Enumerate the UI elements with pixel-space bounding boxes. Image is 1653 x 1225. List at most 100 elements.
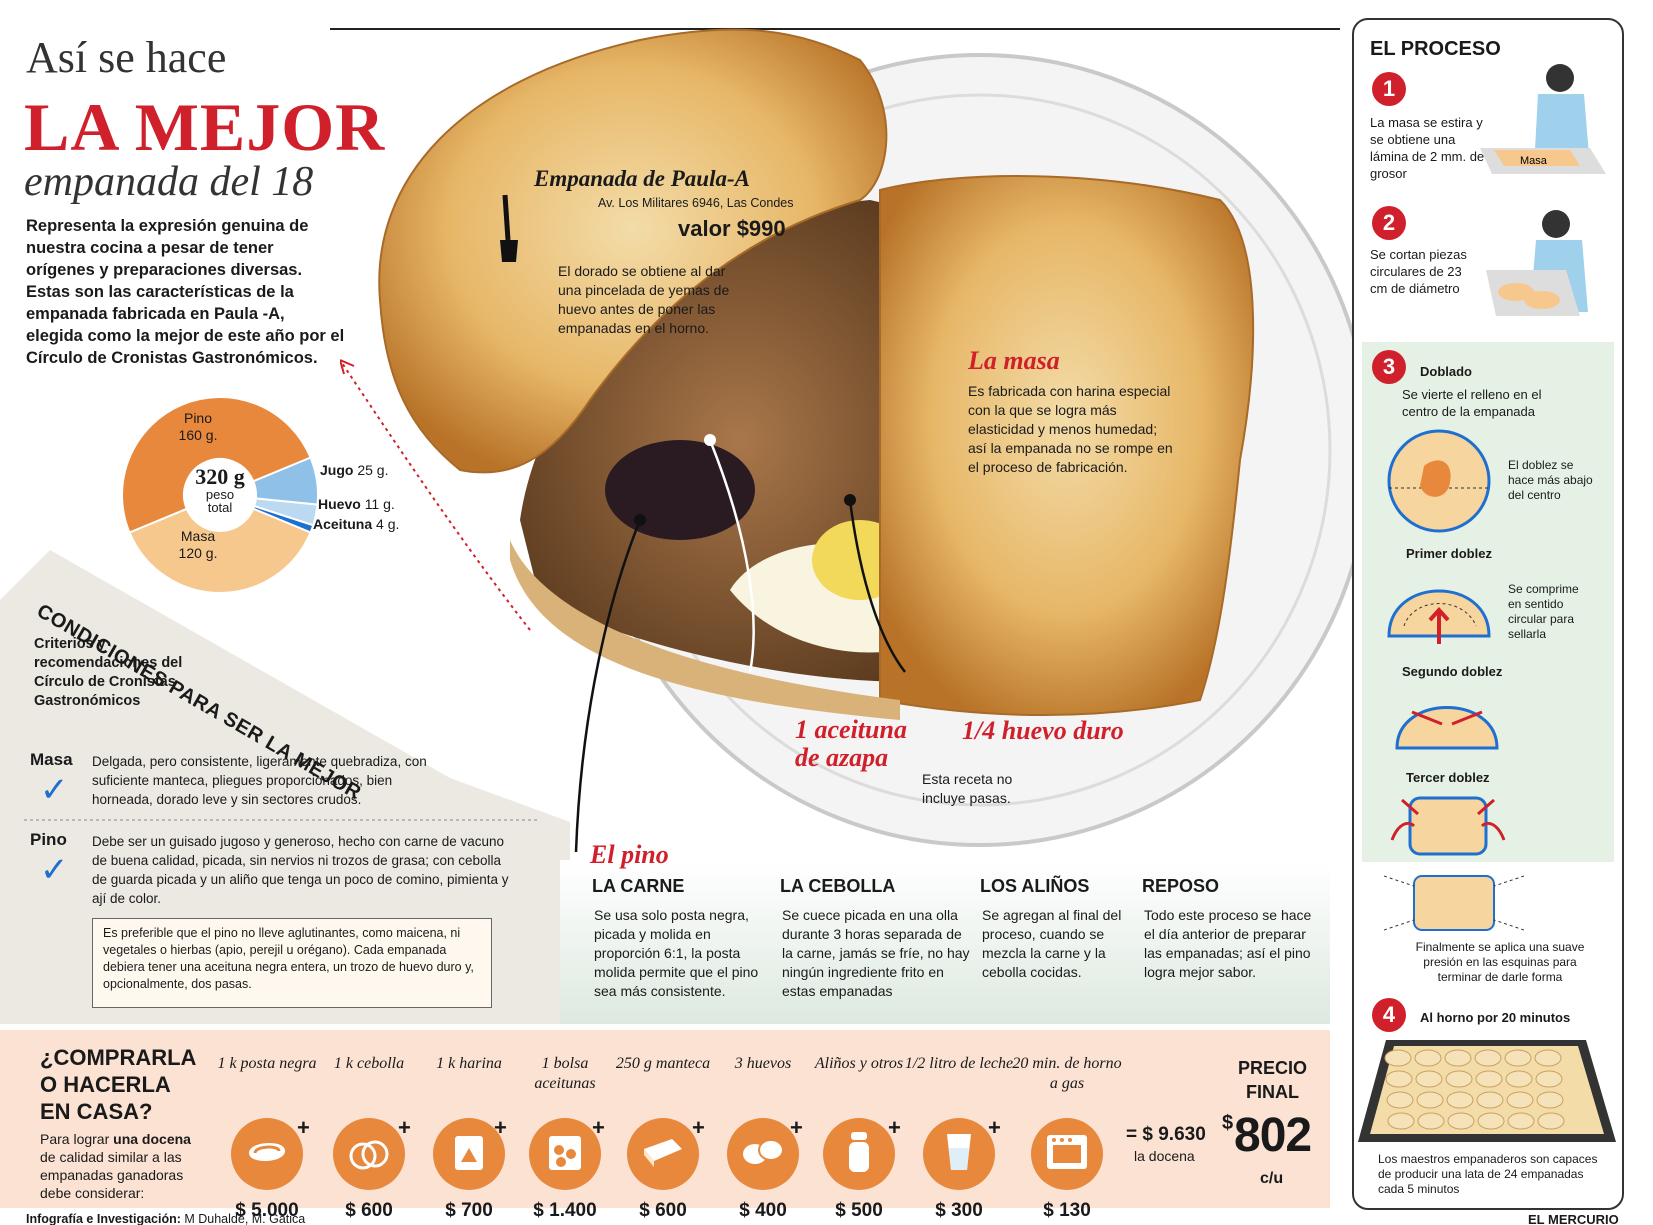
buy-title: ¿COMPRARLA O HACERLA EN CASA? (40, 1045, 197, 1124)
tray-empanada (1415, 1070, 1443, 1088)
donut-label-huevo: Huevo 11 g. (318, 496, 395, 512)
step-4-heading: Al horno por 20 minutos (1420, 1010, 1571, 1025)
ingredient-item: 20 min. de horno a gas $ 130 (1012, 1054, 1122, 1222)
third-fold-icon (1390, 796, 1506, 856)
ingredient-item: 1 bolsa aceitunas $ 1.400 (510, 1054, 620, 1222)
ingredient-price: $ 600 (345, 1200, 393, 1221)
recommendation-note: Es preferible que el pino no lleve aglut… (92, 918, 492, 1008)
brand-name: EL MERCURIO (1528, 1212, 1619, 1225)
carne-text: Se usa solo posta negra, picada y molida… (594, 907, 759, 999)
first-fold-icon (1387, 589, 1491, 644)
ingredient-label: 1 bolsa aceitunas (534, 1055, 596, 1092)
donut-label-aceituna: Aceituna 4 g. (313, 516, 400, 532)
title-line-2: LA MEJOR (24, 89, 386, 165)
plus-sign: + (692, 1115, 705, 1140)
first-fold-side-text: Se comprime en sentido circular para sel… (1508, 582, 1579, 641)
plus-sign: + (592, 1115, 605, 1140)
ingredient-item: 1 k harina$ 700 (414, 1054, 524, 1222)
ingredient-item: Aliños y otros $ 500 (804, 1054, 914, 1222)
final-shape-icon (1384, 875, 1524, 931)
olive (605, 440, 755, 540)
step-2-number: 2 (1372, 206, 1406, 240)
total-price: = $ 9.630 (1126, 1124, 1206, 1145)
tray-empanada (1506, 1091, 1534, 1109)
step-4-text: Los maestros empanaderos son capaces de … (1378, 1152, 1598, 1196)
credits: Infografía e Investigación: M Duhalde, M… (26, 1212, 306, 1225)
step-1-text: La masa se estira y se obtiene una lámin… (1370, 115, 1485, 181)
tray-empanada (1446, 1091, 1474, 1109)
top-rule (330, 28, 1340, 30)
carne-heading: LA CARNE (592, 876, 685, 896)
step-3-number: 3 (1372, 350, 1406, 384)
tray-empanada (1534, 1049, 1562, 1067)
cebolla-heading: LA CEBOLLA (780, 876, 896, 896)
tray-empanada (1445, 1070, 1473, 1088)
plus-sign: + (888, 1115, 901, 1140)
tray-empanada (1387, 1112, 1415, 1130)
donut-center-label: 320 g peso total (195, 464, 245, 515)
brush-icon (500, 194, 518, 262)
final-price: 802 (1234, 1109, 1312, 1162)
donut-label-pino: Pino 160 g. (178, 410, 218, 443)
ingredient-label: 250 g manteca (615, 1055, 711, 1072)
second-fold-heading: Segundo doblez (1402, 664, 1503, 679)
masa-description: Es fabricada con harina especial con la … (968, 383, 1173, 475)
step-2-text: Se cortan piezas circulares de 23 cm de … (1370, 247, 1467, 296)
ingredient-price: $ 400 (739, 1200, 787, 1221)
rolling-dough-icon: Masa (1480, 64, 1606, 174)
ingredient-price: $ 500 (835, 1200, 883, 1221)
ingredient-icon-circle (1031, 1118, 1103, 1190)
process-title: EL PROCESO (1370, 38, 1501, 60)
step-3-side-text: El doblez se hace más abajo del centro (1508, 458, 1593, 502)
dorado-text: El dorado se obtiene al dar una pincelad… (558, 263, 730, 336)
tray-empanada (1475, 1070, 1503, 1088)
oven-icon (1044, 1132, 1090, 1177)
ingredient-price: $ 130 (1043, 1200, 1091, 1221)
ingredient-price: $ 5.000 (235, 1200, 299, 1221)
tray-empanada (1507, 1112, 1535, 1130)
tray-empanada (1384, 1049, 1412, 1067)
tray-empanada (1504, 1049, 1532, 1067)
plus-sign: + (297, 1115, 310, 1140)
plus-sign: + (398, 1115, 411, 1140)
final-currency: $ (1222, 1112, 1234, 1134)
tray-empanada (1417, 1112, 1445, 1130)
final-price-unit: c/u (1260, 1170, 1284, 1187)
reposo-text: Todo este proceso se hace el día anterio… (1144, 907, 1312, 980)
shop-title: Empanada de Paula-A (534, 166, 750, 191)
first-fold-heading: Primer doblez (1406, 546, 1492, 561)
milk-icon (943, 1130, 975, 1179)
pino-section (560, 860, 1330, 1024)
intro-text: Representa la expresión genuina de nuest… (26, 217, 345, 367)
ingredient-label: Aliños y otros (814, 1055, 904, 1072)
upper-crust (378, 28, 888, 474)
tray-empanada (1476, 1091, 1504, 1109)
dough-tag: Masa (1520, 155, 1548, 167)
ingredient-price: $ 300 (935, 1200, 983, 1221)
final-price-label: PRECIO FINAL (1238, 1058, 1308, 1102)
ingredient-price: $ 600 (639, 1200, 687, 1221)
masa-check-icon: ✓ (40, 771, 69, 809)
buy-subtitle: Para lograr una docena de calidad simila… (40, 1131, 191, 1201)
third-fold-heading: Tercer doblez (1406, 770, 1490, 785)
masa-title: La masa (968, 346, 1060, 375)
plus-sign: + (494, 1115, 507, 1140)
ingredient-price: $ 1.400 (533, 1200, 597, 1221)
ingredient-icon-circle (333, 1118, 405, 1190)
tray-empanada (1416, 1091, 1444, 1109)
reposo-heading: REPOSO (1142, 876, 1220, 896)
pino-check-icon: ✓ (40, 851, 69, 889)
title-line-1: Así se hace (26, 33, 227, 82)
eggs-icon (739, 1134, 787, 1175)
ingredient-icon-circle (823, 1118, 895, 1190)
ingredient-label: 20 min. de horno a gas (1012, 1055, 1122, 1092)
ingredient-item: 1 k cebolla$ 600 (314, 1054, 424, 1222)
ingredient-label: 1 k posta negra (217, 1055, 317, 1072)
conditions-panel (0, 550, 570, 1024)
tray-empanada (1536, 1091, 1564, 1109)
step-3-heading: Doblado (1420, 364, 1472, 379)
pino-criterion-text: Debe ser un guisado jugoso y generoso, h… (92, 834, 509, 906)
ingredient-icon-circle (433, 1118, 505, 1190)
plus-sign: + (988, 1115, 1001, 1140)
ingredient-item: 3 huevos$ 400 (708, 1054, 818, 1222)
